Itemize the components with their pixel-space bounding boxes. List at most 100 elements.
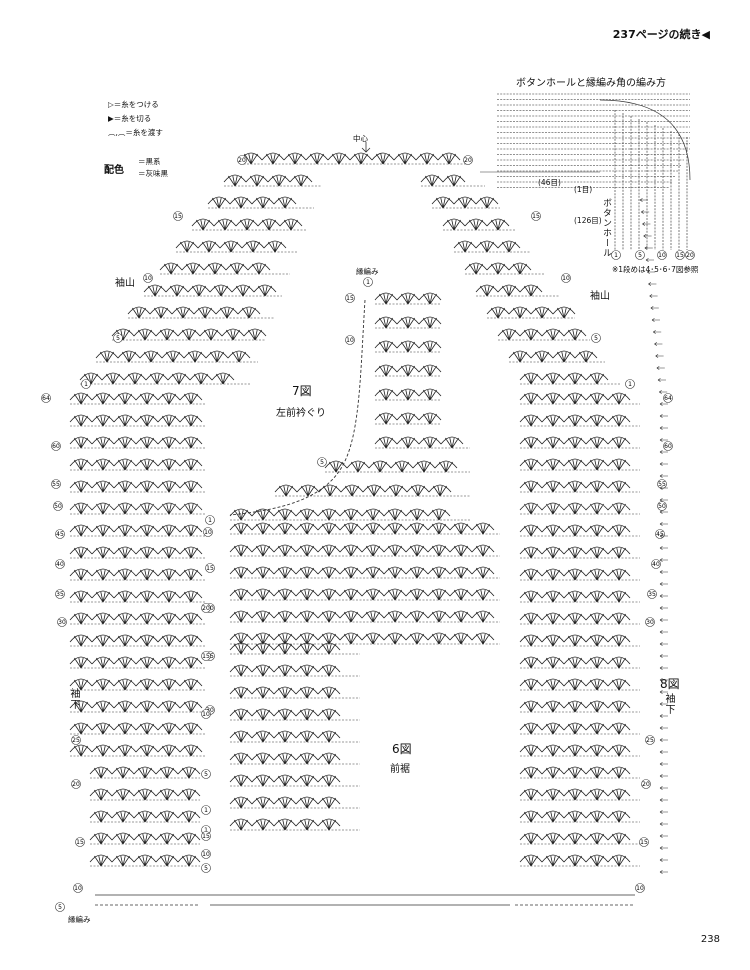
inset-title: ボタンホールと縁編み角の編み方 bbox=[516, 78, 666, 89]
front-lower-row bbox=[229, 796, 360, 809]
front-row-marker-circle bbox=[201, 805, 211, 815]
left-body-row bbox=[69, 480, 205, 493]
right-row-marker-text: 60 bbox=[664, 443, 672, 450]
left-row-marker-circle bbox=[143, 273, 153, 283]
yoke-left-row bbox=[223, 174, 322, 187]
left-row-marker-circle bbox=[55, 559, 65, 569]
left-row-marker-circle bbox=[51, 441, 61, 451]
neck-row bbox=[229, 508, 470, 521]
direction-arrow bbox=[659, 762, 668, 766]
left-body-row bbox=[69, 722, 205, 735]
left-row-marker-text: 64 bbox=[42, 395, 50, 402]
left-row-marker-circle bbox=[53, 501, 63, 511]
left-row-marker-circle bbox=[41, 393, 51, 403]
front-upper-row bbox=[229, 544, 500, 557]
neck-row-marker-text: 10 bbox=[346, 337, 354, 344]
right-body-row bbox=[519, 788, 640, 801]
direction-arrow bbox=[644, 246, 653, 250]
center-arrow bbox=[361, 142, 371, 153]
left-row-marker-circle bbox=[113, 333, 123, 343]
front-row-marker-text: 5 bbox=[204, 865, 208, 872]
direction-arrow bbox=[659, 642, 668, 646]
direction-arrow bbox=[659, 702, 668, 706]
left-row-marker-text: 50 bbox=[54, 503, 62, 510]
left-body-row bbox=[69, 612, 205, 625]
neck-row-marker-circle bbox=[205, 563, 215, 573]
right-row-marker-text: 10 bbox=[562, 275, 570, 282]
inset-row-marker-circle bbox=[675, 250, 685, 260]
right-body-row bbox=[519, 700, 640, 713]
neck-row bbox=[374, 388, 442, 401]
legend-cut: ▶＝糸を切る bbox=[108, 114, 152, 123]
front-row-marker-circle bbox=[201, 849, 211, 859]
left-row-marker-text: 60 bbox=[52, 443, 60, 450]
neck-row bbox=[374, 316, 442, 329]
edging-label: 縁編み bbox=[68, 915, 91, 924]
inset-row-marker-text: 15 bbox=[676, 252, 684, 259]
front-row-marker-text: 1 bbox=[204, 827, 208, 834]
inset-row126: (126目) bbox=[574, 216, 602, 225]
right-body-row bbox=[519, 766, 640, 779]
right-row-marker-text: 55 bbox=[658, 481, 666, 488]
right-body-row bbox=[519, 524, 640, 537]
direction-arrow bbox=[659, 738, 668, 742]
direction-arrow bbox=[649, 294, 658, 298]
direction-arrow bbox=[659, 678, 668, 682]
direction-arrow bbox=[655, 354, 664, 358]
left-triangle-icon: ◀ bbox=[701, 28, 710, 41]
left-body-row bbox=[69, 568, 205, 581]
sleeve-cap-left-label: 袖山 bbox=[115, 278, 135, 289]
right-body-row bbox=[519, 854, 640, 867]
left-body-row bbox=[89, 832, 201, 845]
direction-arrow bbox=[642, 222, 651, 226]
front-row-marker-circle bbox=[201, 651, 211, 661]
right-body-row bbox=[519, 656, 640, 669]
yoke-left-row bbox=[175, 240, 298, 253]
sleeve-under-left-label: 袖下 bbox=[68, 688, 79, 710]
left-row-marker-circle bbox=[71, 735, 81, 745]
left-body-row bbox=[69, 436, 205, 449]
direction-arrow bbox=[651, 318, 660, 322]
front-upper-row bbox=[229, 610, 500, 623]
front-lower-row bbox=[229, 642, 360, 655]
sleeve-under-right-label: 袖下 bbox=[663, 693, 674, 715]
left-row-marker-circle bbox=[51, 479, 61, 489]
right-row-marker-text: 20 bbox=[642, 781, 650, 788]
left-body-row bbox=[69, 414, 205, 427]
direction-arrow bbox=[659, 834, 668, 838]
front-row-marker-text: 15 bbox=[202, 833, 210, 840]
neck-row bbox=[374, 340, 442, 353]
direction-arrow bbox=[650, 306, 659, 310]
direction-arrow bbox=[659, 654, 668, 658]
right-body-row bbox=[519, 568, 640, 581]
yoke-right-row bbox=[508, 350, 605, 363]
neck-row bbox=[374, 364, 442, 377]
right-row-marker-circle bbox=[591, 333, 601, 343]
left-row-marker-text: 20 bbox=[72, 781, 80, 788]
left-row-marker-circle bbox=[55, 902, 65, 912]
right-body-row bbox=[519, 590, 640, 603]
neck-row-marker-circle bbox=[203, 527, 213, 537]
direction-arrow bbox=[659, 714, 668, 718]
direction-arrow bbox=[659, 786, 668, 790]
right-row-marker-circle bbox=[561, 273, 571, 283]
left-body-row bbox=[89, 810, 201, 823]
right-body-row bbox=[519, 392, 640, 405]
left-body-row bbox=[69, 700, 205, 713]
legend-carry-text: ＝糸を渡す bbox=[125, 128, 163, 137]
direction-arrow bbox=[659, 534, 668, 538]
front-row-marker-text: 20 bbox=[202, 605, 210, 612]
front-upper-row bbox=[229, 588, 500, 601]
inset-row-marker-circle bbox=[611, 250, 621, 260]
front-row-marker-text: 10 bbox=[202, 711, 210, 718]
inset-row-marker-text: 20 bbox=[686, 252, 694, 259]
right-row-marker-circle bbox=[463, 155, 473, 165]
left-body-row bbox=[89, 788, 201, 801]
right-row-marker-circle bbox=[639, 837, 649, 847]
right-body-row bbox=[519, 546, 640, 559]
left-row-marker-circle bbox=[173, 211, 183, 221]
direction-arrow bbox=[659, 690, 668, 694]
direction-arrow bbox=[659, 726, 668, 730]
yoke-right-row bbox=[464, 262, 545, 275]
